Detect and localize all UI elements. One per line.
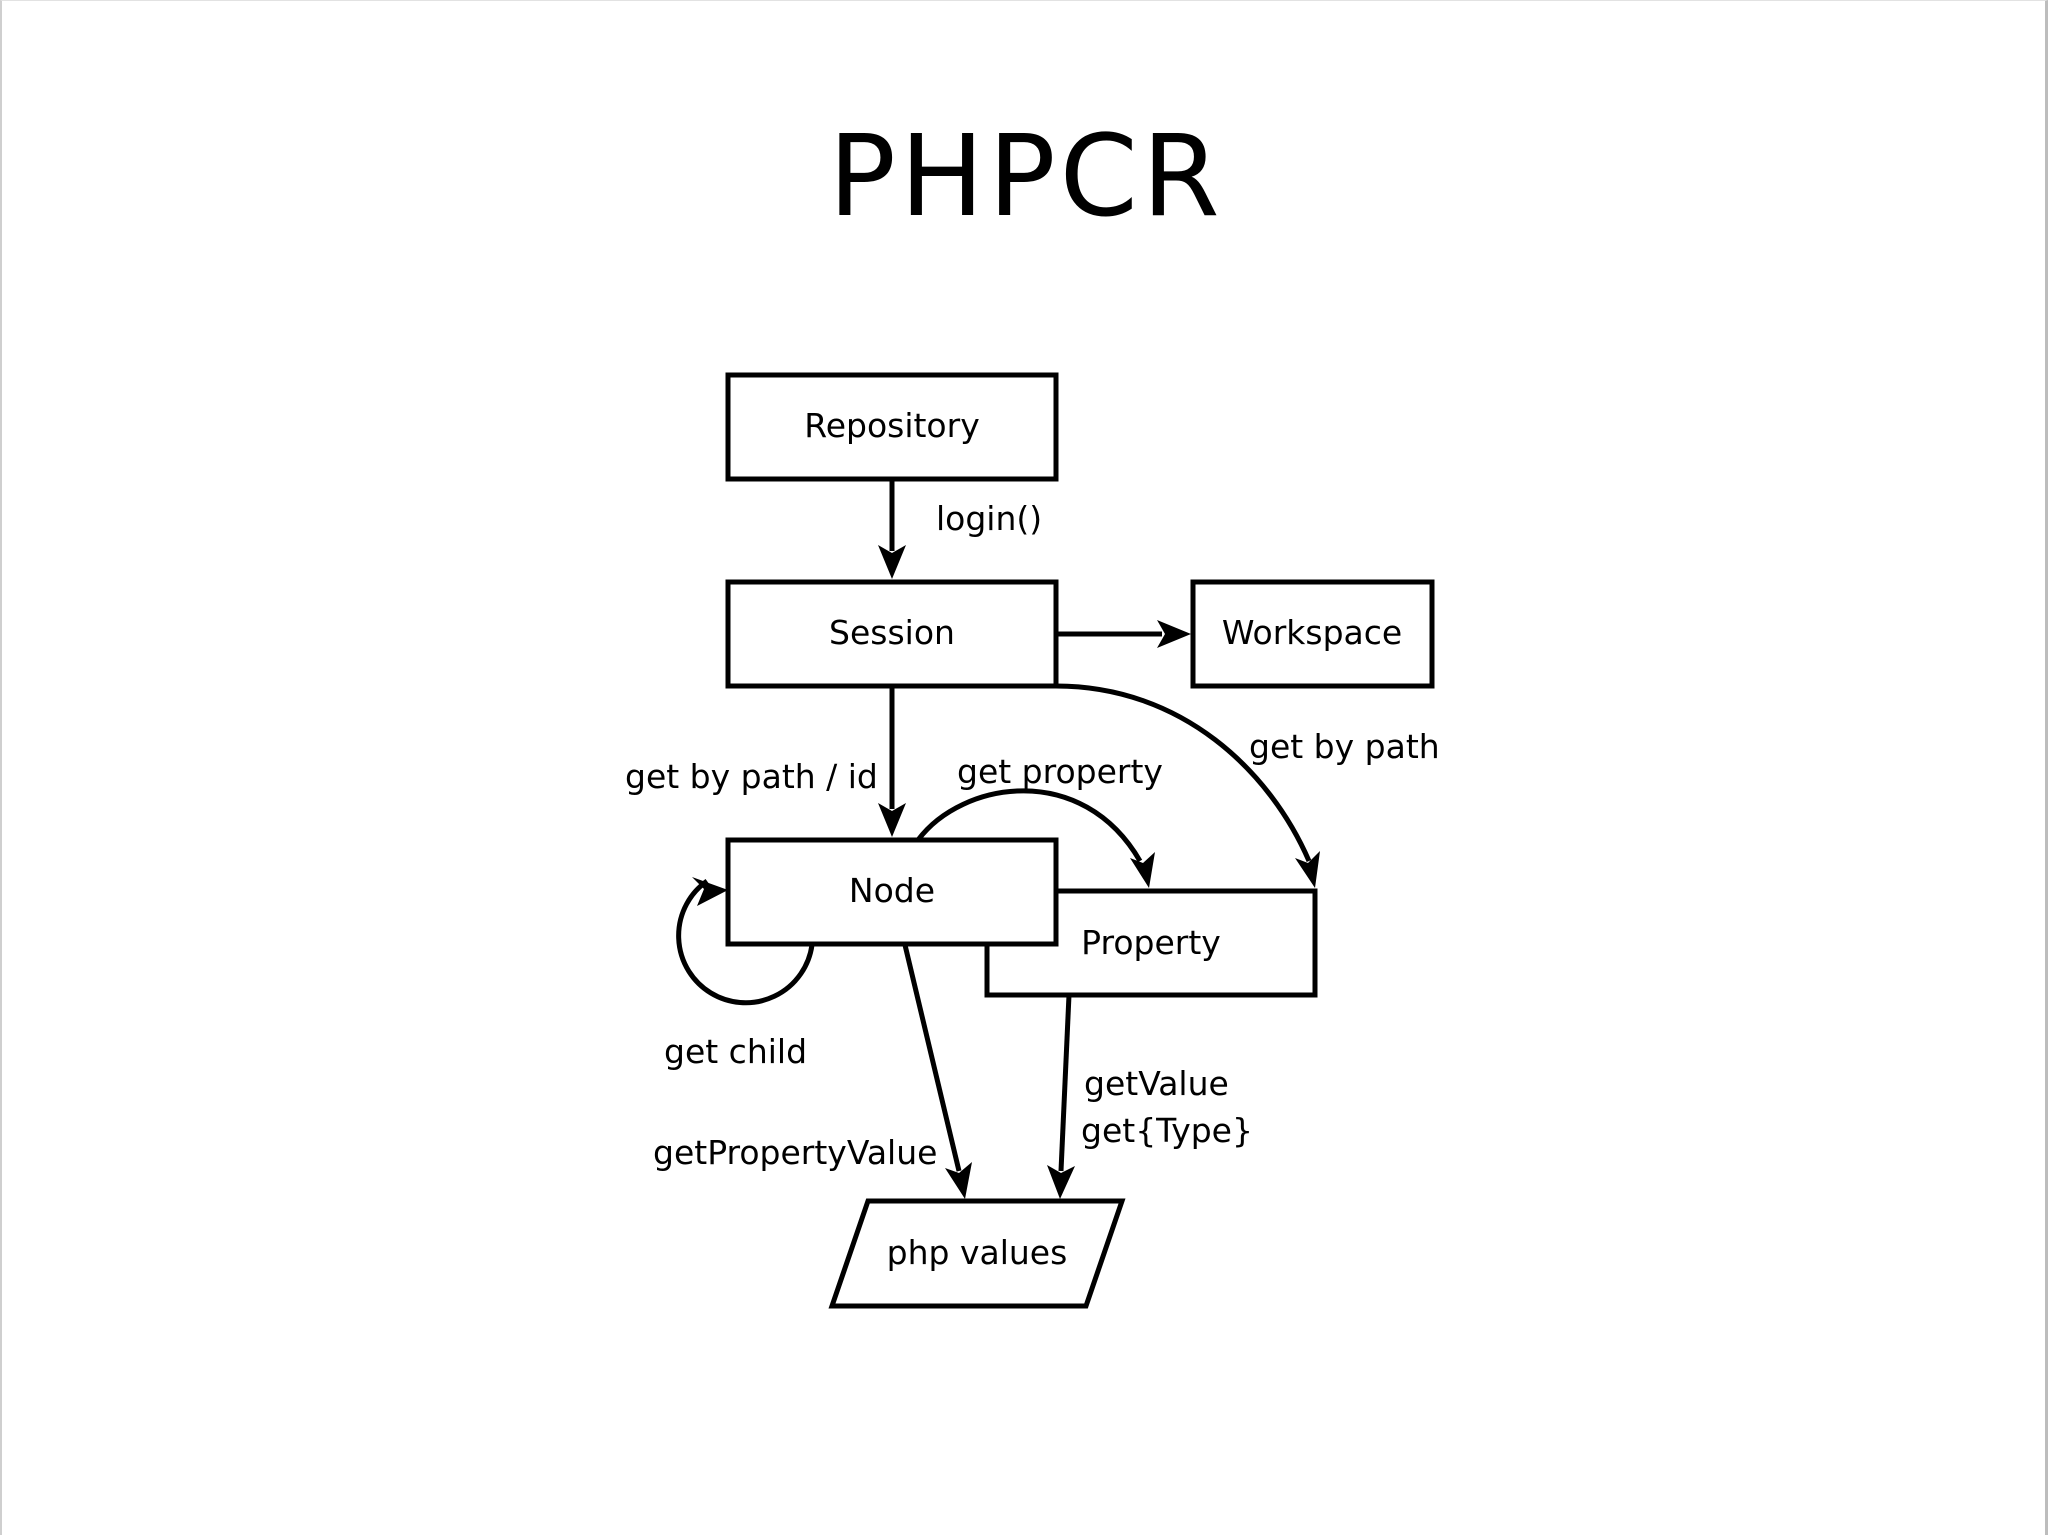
get-property-arrowhead (1130, 852, 1155, 888)
repository-box (725, 372, 1059, 482)
get-value-label: getValue (1084, 1064, 1229, 1103)
get-value-arrow (1058, 994, 1072, 1172)
repository-label: Repository (804, 406, 979, 445)
get-by-path-id-label: get by path / id (625, 757, 878, 796)
get-property-value-arrowhead (945, 1162, 972, 1199)
session-label: Session (829, 613, 955, 652)
get-type-label: get{Type} (1081, 1111, 1253, 1150)
node-box (725, 837, 1059, 947)
get-by-path-arrowhead (1295, 851, 1320, 888)
get-property-value-arrow (902, 944, 962, 1172)
get-by-path-label: get by path (1249, 727, 1440, 766)
workspace-arrowhead (1157, 620, 1191, 648)
get-value-arrowhead (1047, 1165, 1075, 1199)
get-child-arrowhead (692, 877, 728, 906)
get-property-label: get property (957, 752, 1163, 791)
login-arrowhead (878, 545, 906, 579)
get-by-path-arrow (1055, 683, 1312, 862)
node-label: Node (849, 871, 935, 910)
php-values-shape (828, 1198, 1126, 1309)
get-child-arrow (676, 878, 815, 1006)
get-property-arrow (915, 788, 1143, 863)
workspace-label: Workspace (1222, 613, 1402, 652)
get-by-path-id-arrowhead (878, 803, 906, 837)
login-label: login() (936, 499, 1042, 538)
php-values-label: php values (887, 1233, 1068, 1272)
workspace-box (1190, 579, 1435, 689)
property-label: Property (1081, 923, 1221, 962)
get-property-value-label: getPropertyValue (653, 1133, 937, 1172)
diagram-title: PHPCR (828, 112, 1224, 242)
get-child-label: get child (664, 1032, 807, 1071)
